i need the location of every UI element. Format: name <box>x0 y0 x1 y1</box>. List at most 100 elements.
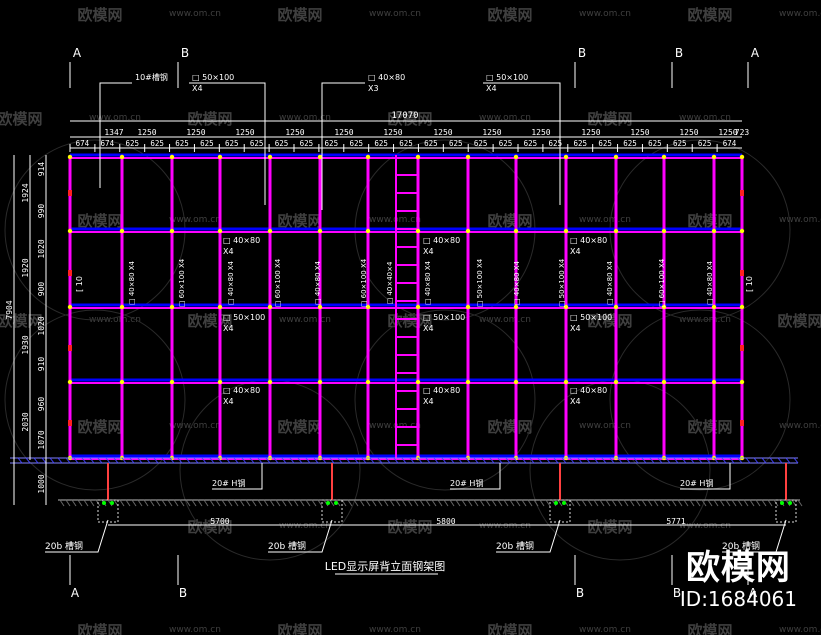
joint-node <box>739 379 745 385</box>
brand-id: ID:1684061 <box>679 587 797 611</box>
sub-dim: 625 <box>349 139 363 148</box>
base-hatch <box>145 457 151 464</box>
joint-node <box>217 379 223 385</box>
ground-hatch <box>227 499 233 507</box>
watermark-logo: 欧模网 <box>0 110 43 128</box>
side-channel-label: [ 10 <box>75 276 84 292</box>
joint-node <box>661 379 667 385</box>
top-dim: 1250 <box>383 128 402 137</box>
ground-hatch <box>203 499 209 507</box>
joint-node <box>661 304 667 310</box>
end-cap <box>68 190 72 196</box>
ground-hatch <box>341 499 347 507</box>
ground-hatch <box>593 499 599 507</box>
base-hatch <box>609 457 615 464</box>
base-hatch <box>65 457 71 464</box>
watermark-logo: 欧模网 <box>77 6 122 24</box>
ground-hatch <box>509 499 515 507</box>
base-hatch <box>489 457 495 464</box>
joint-node <box>465 228 471 234</box>
ground-hatch <box>767 499 773 507</box>
joint-node <box>67 154 73 160</box>
joint-node <box>563 228 569 234</box>
base-hatch <box>313 457 319 464</box>
watermark-url: www.om.cn <box>679 113 731 123</box>
grid-axis-bottom: B <box>179 586 187 600</box>
joint-node <box>317 304 323 310</box>
sub-dim: 625 <box>648 139 662 148</box>
base-hatch <box>289 457 295 464</box>
ground-hatch <box>677 499 683 507</box>
vertical-member-label: □ 40×80 X4 <box>314 260 322 305</box>
watermark-logo: 欧模网 <box>487 418 532 436</box>
sub-dim: 625 <box>573 139 587 148</box>
anchor-bolt <box>110 501 114 505</box>
ground-hatch <box>707 499 713 507</box>
sub-dim: 625 <box>698 139 712 148</box>
ground-hatch <box>143 499 149 507</box>
watermark-url: www.om.cn <box>779 421 821 431</box>
base-hatch <box>17 457 23 464</box>
watermark-url: www.om.cn <box>169 215 221 225</box>
top-dim: 1250 <box>531 128 550 137</box>
ground-hatch <box>131 499 137 507</box>
ground-hatch <box>395 499 401 507</box>
sub-dim: 625 <box>250 139 264 148</box>
watermark-url: www.om.cn <box>279 113 331 123</box>
joint-node <box>563 379 569 385</box>
sub-dim: 625 <box>598 139 612 148</box>
overall-width-dim: 17070 <box>391 111 418 121</box>
sub-dim: 674 <box>76 139 90 148</box>
ground-hatch <box>443 499 449 507</box>
joint-node <box>513 379 519 385</box>
base-hatch <box>417 457 423 464</box>
sub-dim: 625 <box>374 139 388 148</box>
watermark-logo: 欧模网 <box>187 110 232 128</box>
base-hatch <box>617 457 623 464</box>
ground-hatch <box>167 499 173 507</box>
joint-node <box>67 228 73 234</box>
sub-dim: 625 <box>673 139 687 148</box>
base-hatch <box>25 457 31 464</box>
joint-node <box>415 304 421 310</box>
grid-axis-top: A <box>751 46 760 60</box>
joint-node <box>711 304 717 310</box>
ground-hatch <box>731 499 737 507</box>
sub-dim: 625 <box>524 139 538 148</box>
ground-hatch <box>533 499 539 507</box>
joint-node <box>317 154 323 160</box>
base-hatch <box>713 457 719 464</box>
vertical-member-label: □ 40×80 X4 <box>128 260 136 305</box>
ground-hatch <box>473 499 479 507</box>
base-hatch <box>449 457 455 464</box>
base-hatch <box>673 457 679 464</box>
watermark-logo: 欧模网 <box>77 622 122 635</box>
grid-axis-top: A <box>73 46 82 60</box>
ground-hatch <box>623 499 629 507</box>
joint-node <box>365 154 371 160</box>
ground-hatch <box>263 499 269 507</box>
ground-hatch <box>269 499 275 507</box>
watermark-url: www.om.cn <box>579 9 631 19</box>
watermark-url: www.om.cn <box>169 625 221 635</box>
anchor-bolt <box>334 501 338 505</box>
base-hatch <box>161 457 167 464</box>
ground-hatch <box>305 499 311 507</box>
sub-dim: 625 <box>424 139 438 148</box>
watermark-logo: 欧模网 <box>487 6 532 24</box>
ground-hatch <box>521 499 527 507</box>
ground-hatch <box>317 499 323 507</box>
joint-node <box>661 228 667 234</box>
ground-hatch <box>743 499 749 507</box>
anchor-bolt <box>326 501 330 505</box>
base-hatch <box>177 457 183 464</box>
ground-hatch <box>413 499 419 507</box>
ground-hatch <box>599 499 605 507</box>
base-hatch <box>41 457 47 464</box>
base-hatch <box>121 457 127 464</box>
ground-hatch <box>491 499 497 507</box>
left-dim-outer: 2030 <box>21 412 30 431</box>
ground-hatch <box>431 499 437 507</box>
watermark-arc <box>609 309 791 491</box>
joint-node <box>465 304 471 310</box>
